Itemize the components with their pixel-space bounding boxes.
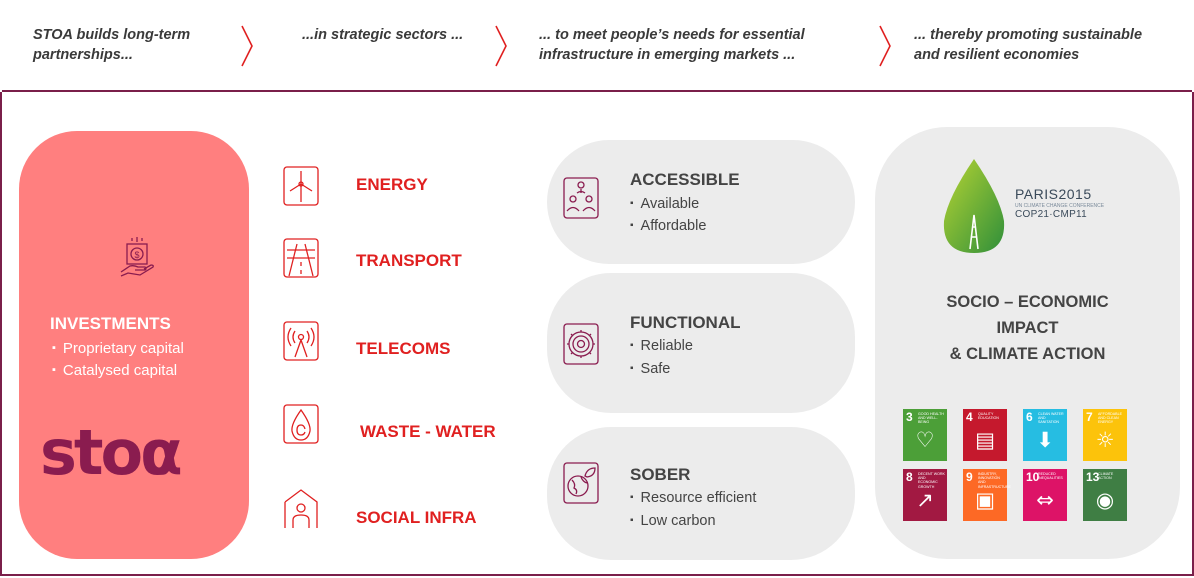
need-title: ACCESSIBLE (630, 170, 740, 189)
paris-title: PARIS2015 (1015, 186, 1092, 202)
investments-title: INVESTMENTS (50, 314, 171, 333)
header-step-1-line-2: partnerships... (33, 47, 133, 63)
header-step-2-line-1: ...in strategic sectors ... (302, 27, 464, 43)
sdg-caption: INDUSTRY, INNOVATION AND INFRASTRUCTURE (978, 472, 1011, 489)
sdg-number: 6 (1026, 410, 1033, 424)
sector-label: SOCIAL INFRA (356, 508, 477, 527)
globe-leaf-icon (563, 462, 599, 504)
chevron-right-icon (879, 25, 891, 67)
people-network-icon (563, 177, 599, 219)
paris-subtitle: UN CLIMATE CHANGE CONFERENCE (1015, 203, 1105, 209)
sun-icon: ☼ (1095, 428, 1115, 452)
sdg-caption: CLIMATE ACTION (1098, 472, 1114, 481)
sdg-caption: REDUCED INEQUALITIES (1038, 472, 1063, 481)
sdg-tile: 10 REDUCED INEQUALITIES ⇔ (1023, 469, 1067, 521)
header-step-3: ... to meet people’s needs for essential… (539, 25, 805, 65)
wind-turbine-icon (283, 166, 319, 206)
sdg-number: 7 (1086, 410, 1093, 424)
need-item: Safe (630, 361, 671, 377)
person-building-icon (284, 489, 318, 528)
header-step-3-line-1: ... to meet people’s needs for essential (539, 27, 805, 43)
sdg-tile: 4 QUALITY EDUCATION ▤ (963, 409, 1007, 461)
sdg-number: 9 (966, 470, 973, 484)
sector-label: TRANSPORT (356, 251, 462, 270)
need-item: Affordable (630, 218, 707, 234)
header-band (0, 0, 1194, 92)
heartbeat-icon: ♡ (915, 428, 935, 452)
equality-icon: ⇔ (1036, 488, 1054, 512)
sdg-tile: 13 CLIMATE ACTION ◉ (1083, 469, 1127, 521)
need-title: SOBER (630, 465, 691, 484)
header-step-4-line-1: ... thereby promoting sustainable (914, 27, 1143, 43)
impact-title-line: SOCIO – ECONOMIC (946, 293, 1109, 311)
hand-money-icon: $ (120, 237, 154, 277)
book-icon: ▤ (975, 428, 995, 452)
sector-label: TELECOMS (356, 339, 451, 358)
gear-icon (563, 323, 599, 365)
sdg-tile: 8 DECENT WORK AND ECONOMIC GROWTH ↗ (903, 469, 947, 521)
sdg-tile: 9 INDUSTRY, INNOVATION AND INFRASTRUCTUR… (963, 469, 1011, 521)
header-step-2: ...in strategic sectors ... (302, 25, 463, 45)
sdg-tile: 7 AFFORDABLE AND CLEAN ENERGY ☼ (1083, 409, 1127, 461)
header-step-4: ... thereby promoting sustainable and re… (914, 25, 1142, 65)
header-divider (2, 90, 1192, 92)
antenna-icon (283, 321, 319, 361)
impact-title-line: IMPACT (996, 319, 1059, 337)
need-item: Reliable (630, 338, 693, 354)
svg-text:$: $ (134, 250, 139, 260)
sector-label: WASTE - WATER (360, 422, 496, 441)
sdg-caption: QUALITY EDUCATION (978, 412, 999, 421)
need-item: Available (630, 196, 700, 212)
chevron-right-icon (495, 25, 507, 67)
sdg-tile: 6 CLEAN WATER AND SANITATION ⬇ (1023, 409, 1067, 461)
road-icon (283, 238, 319, 278)
investment-item: Proprietary capital (52, 340, 184, 357)
sdg-caption: CLEAN WATER AND SANITATION (1038, 412, 1064, 425)
eye-icon: ◉ (1095, 488, 1115, 512)
investment-item: Catalysed capital (52, 362, 177, 379)
sdg-caption: GOOD HEALTH AND WELL-BEING (918, 412, 944, 425)
cubes-icon: ▣ (975, 488, 995, 512)
water-glass-icon: ⬇ (1036, 428, 1054, 452)
sdg-number: 4 (966, 410, 973, 424)
water-drop-icon (283, 404, 319, 444)
header-step-1-line-1: STOA builds long-term (33, 27, 191, 43)
sdg-number: 13 (1086, 470, 1100, 484)
sector-label: ENERGY (356, 175, 428, 194)
paris-cop: COP21·CMP11 (1015, 209, 1088, 220)
need-title: FUNCTIONAL (630, 313, 741, 332)
header-step-1: STOA builds long-term partnerships... (33, 25, 190, 65)
header-step-3-line-2: infrastructure in emerging markets ... (539, 47, 796, 63)
header-step-4-line-2: and resilient economies (914, 47, 1080, 63)
chevron-right-icon (241, 25, 253, 67)
stoa-logo: stoα (40, 416, 183, 489)
sdg-caption: AFFORDABLE AND CLEAN ENERGY (1098, 412, 1122, 425)
need-item: Resource efficient (630, 490, 757, 506)
sdg-number: 10 (1026, 470, 1040, 484)
sdg-number: 3 (906, 410, 913, 424)
cop21-leaf-logo (943, 159, 1005, 253)
sdg-caption: DECENT WORK AND ECONOMIC GROWTH (918, 472, 945, 489)
need-item: Low carbon (630, 513, 716, 529)
sdg-number: 8 (906, 470, 913, 484)
growth-chart-icon: ↗ (916, 488, 934, 512)
sdg-tile: 3 GOOD HEALTH AND WELL-BEING ♡ (903, 409, 947, 461)
impact-title-line: & CLIMATE ACTION (949, 345, 1106, 363)
